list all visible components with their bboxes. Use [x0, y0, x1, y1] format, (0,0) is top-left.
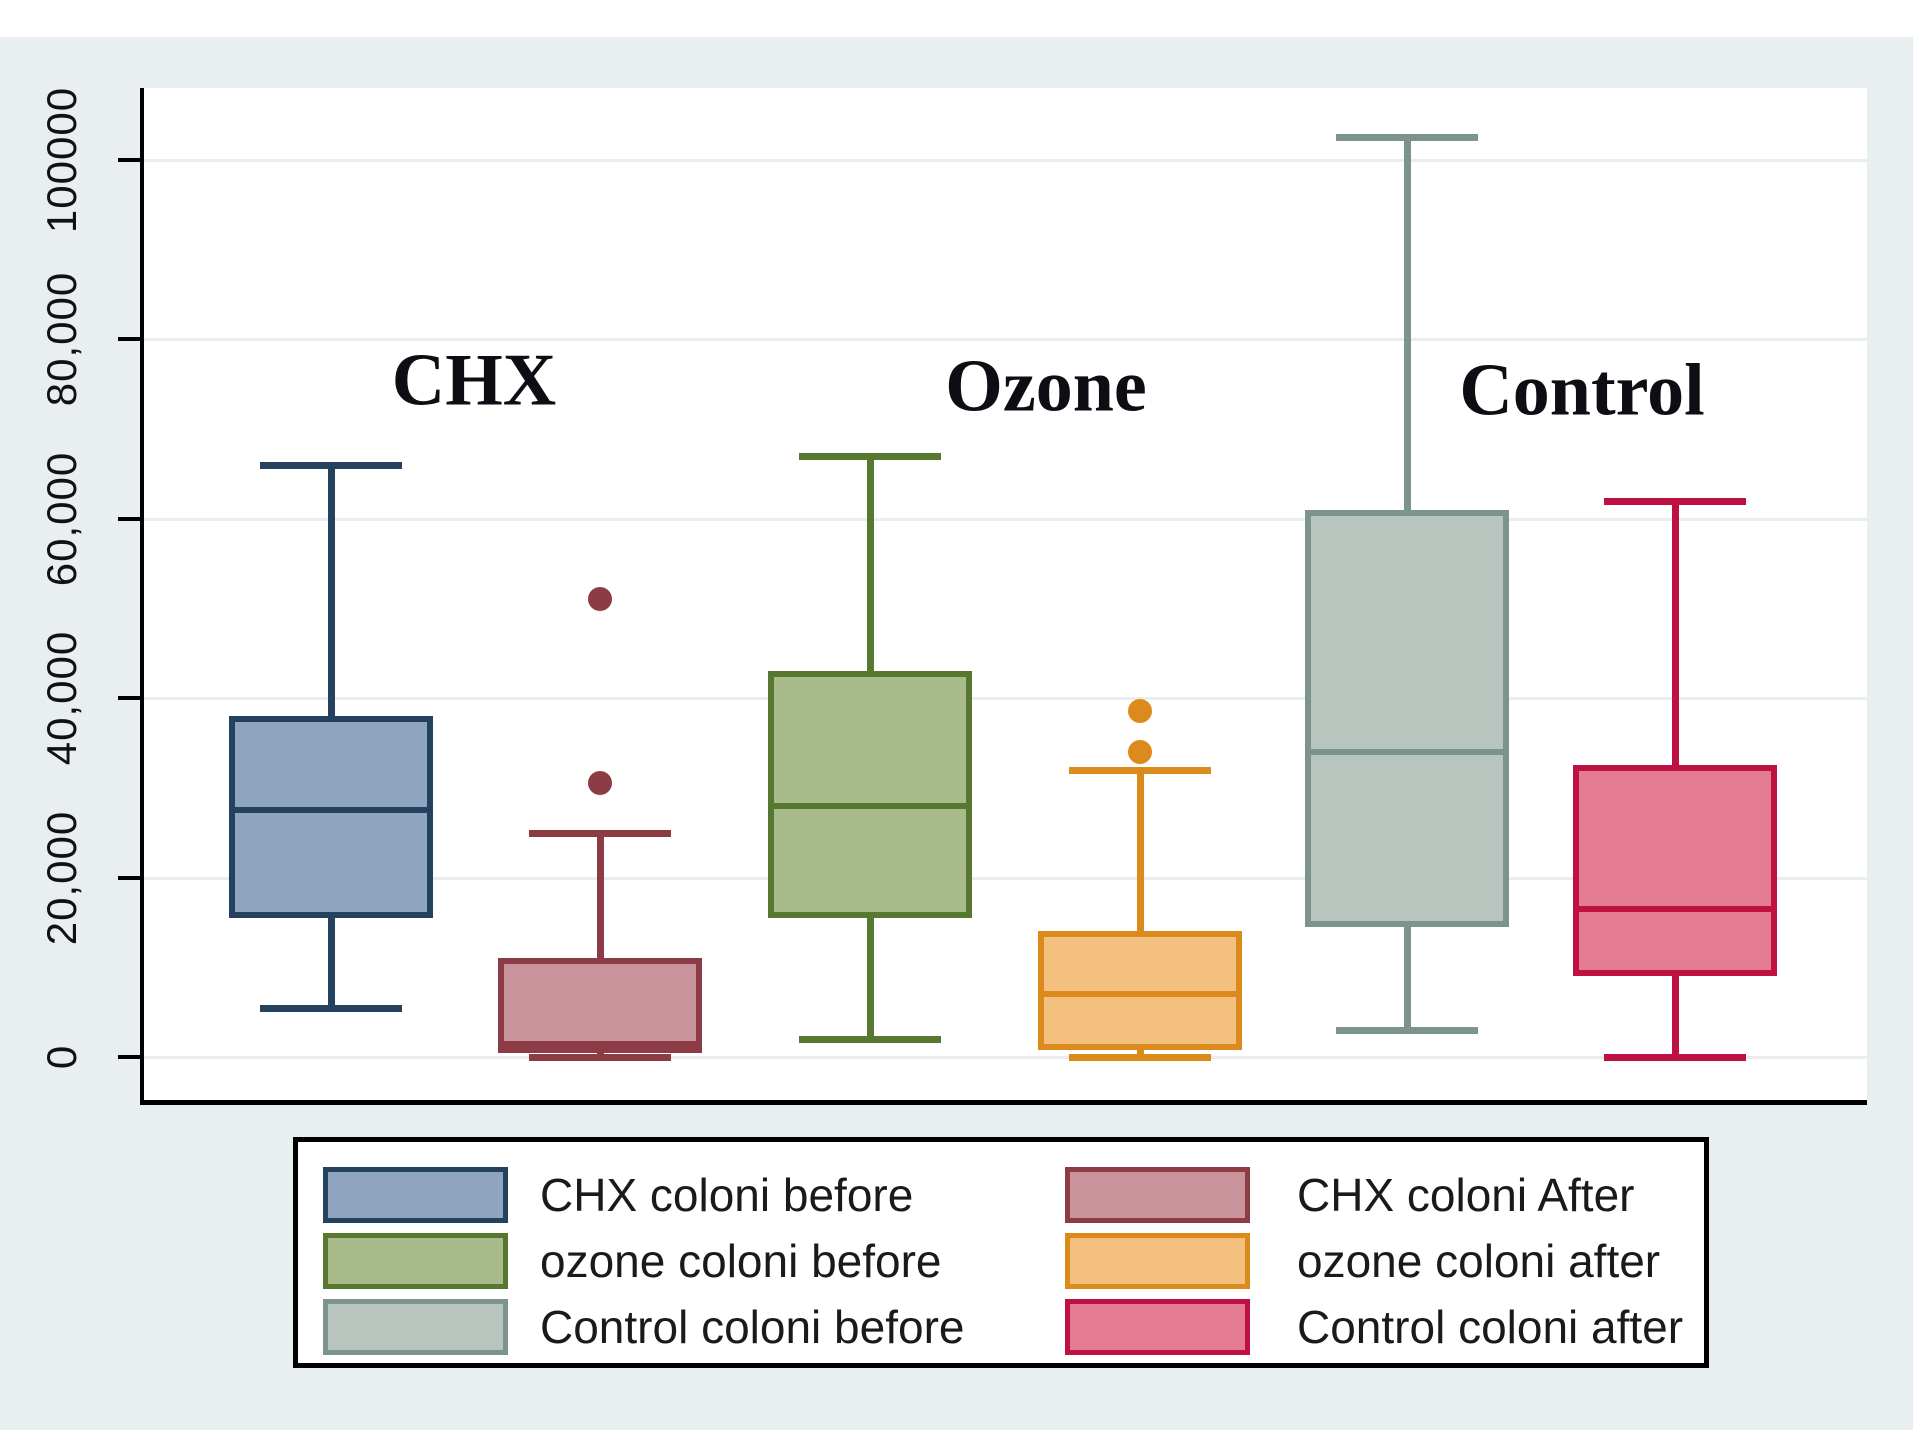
- legend-swatch: [1065, 1233, 1250, 1289]
- legend-label: ozone coloni before: [540, 1235, 942, 1287]
- legend: CHX coloni before CHX coloni After ozone c…: [293, 1137, 1709, 1368]
- legend-swatch: [323, 1167, 508, 1223]
- legend-label: Control coloni before: [540, 1301, 965, 1353]
- legend-swatch: [323, 1299, 508, 1355]
- legend-label: ozone coloni after: [1297, 1235, 1661, 1287]
- legend-swatch: [1065, 1299, 1250, 1355]
- legend-label: Control coloni after: [1297, 1301, 1684, 1353]
- legend-swatch: [1065, 1167, 1250, 1223]
- legend-swatch: [323, 1233, 508, 1289]
- plot-area: [140, 88, 1867, 1105]
- legend-label: CHX coloni before: [540, 1169, 914, 1221]
- legend-label: CHX coloni After: [1297, 1169, 1635, 1221]
